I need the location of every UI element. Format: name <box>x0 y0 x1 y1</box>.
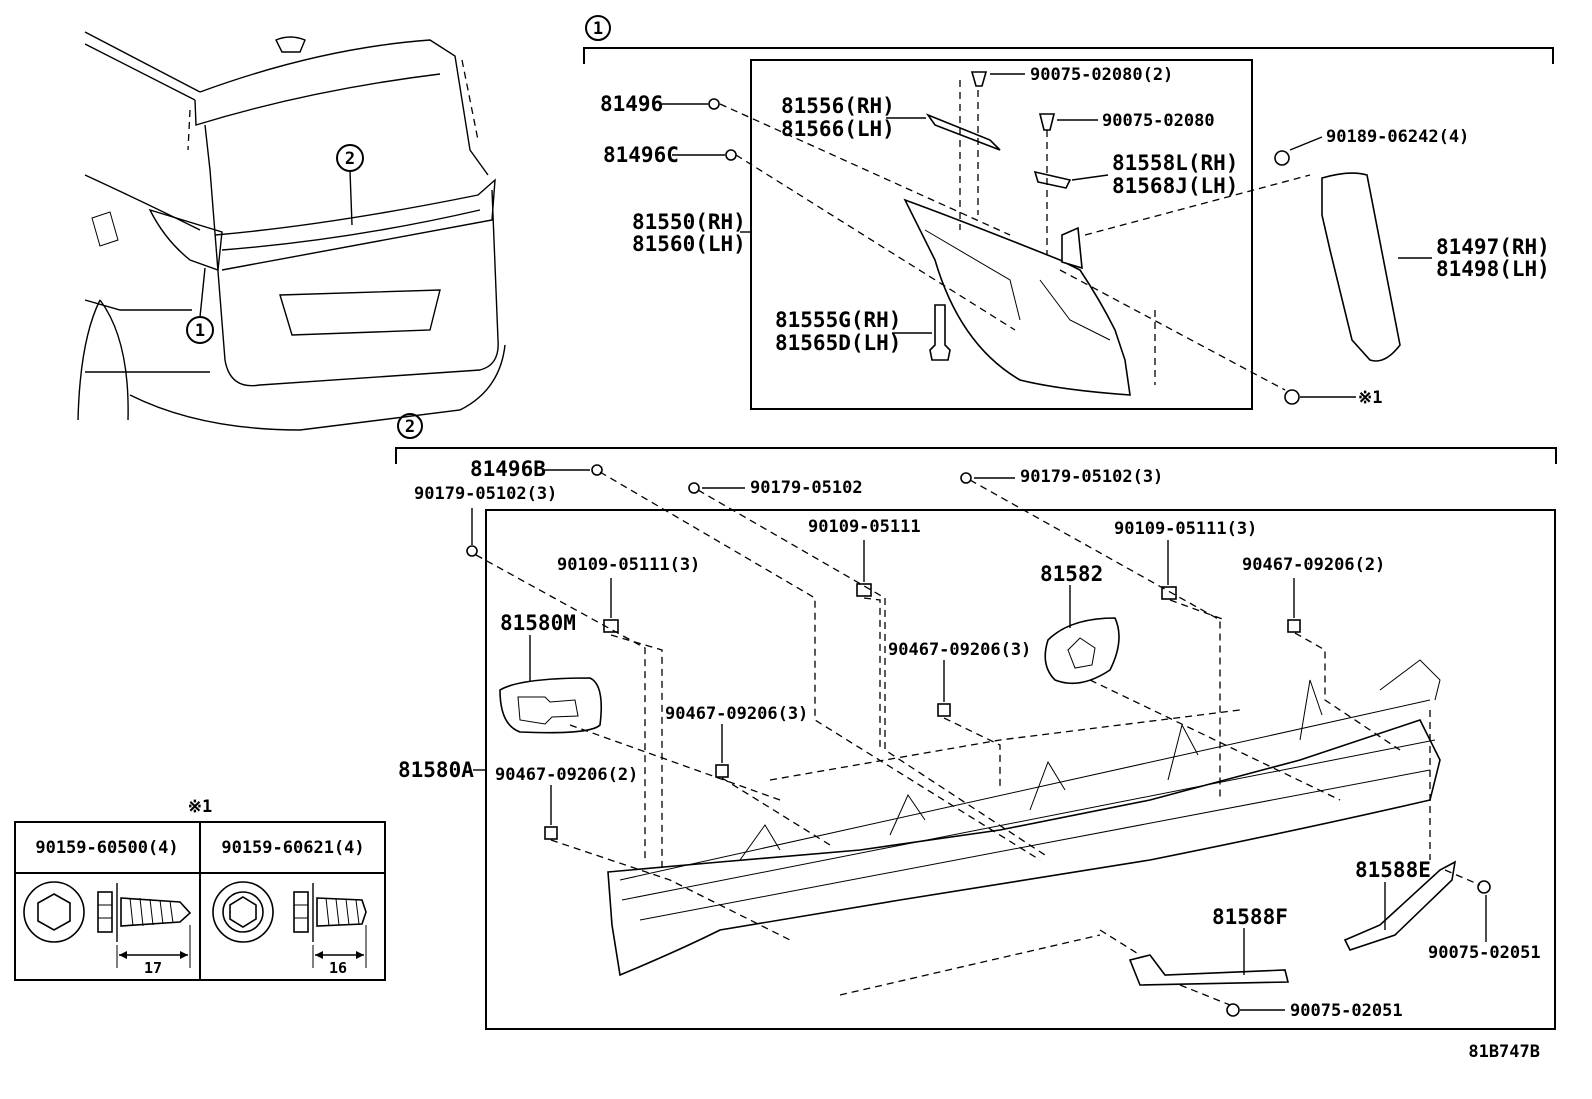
group-2-bracket <box>395 447 1557 464</box>
label-90467-09206-2-right: 90467-09206(2) <box>1242 555 1385 575</box>
group-1-inner-box <box>750 59 1253 410</box>
group-2-garnish: 2 <box>395 413 1557 1030</box>
label-81582: 81582 <box>1040 562 1103 586</box>
screw-thread-col2-icon <box>316 897 367 927</box>
clip-81496B <box>591 464 603 476</box>
gasket-81582 <box>1044 617 1120 685</box>
tail-lamp-lens <box>903 198 1131 396</box>
nut-90109-05111-mid <box>856 583 872 597</box>
label-81580M: 81580M <box>500 611 576 635</box>
label-81550: 81550(RH) <box>632 210 746 234</box>
label-81565D: 81565D(LH) <box>775 331 901 355</box>
callout-2-vehicle: 2 <box>345 149 355 169</box>
label-81560: 81560(LH) <box>632 232 746 256</box>
clip-90179-05102-right <box>960 472 972 484</box>
group-1-tail-lamp: 1 <box>583 15 1554 410</box>
lamp-clip-81558L <box>1033 170 1072 189</box>
clip-90179-05102-left <box>466 545 478 557</box>
screw-90075-02051-bottom <box>1226 1003 1240 1017</box>
nut-90109-05111-right <box>1161 586 1177 600</box>
screw-90075-02080-mid <box>1038 113 1056 131</box>
fastener-col1-part: 90159-60500(4) <box>35 838 178 858</box>
nut-90467-09206-left <box>544 826 558 840</box>
group-1-callout: 1 <box>593 19 603 39</box>
clip-81496C <box>725 149 737 161</box>
gasket-81580M <box>499 677 603 734</box>
label-90109-05111-3-left: 90109-05111(3) <box>557 555 700 575</box>
label-81588F: 81588F <box>1212 905 1288 929</box>
nut-90467-09206-mid <box>715 764 729 778</box>
label-81566: 81566(LH) <box>781 117 895 141</box>
fastener-col2-part: 90159-60621(4) <box>221 838 364 858</box>
callout-1-vehicle: 1 <box>195 321 205 341</box>
label-81588E: 81588E <box>1355 858 1431 882</box>
fastener-col1-length: 17 <box>144 959 162 977</box>
label-90467-09206-2-left: 90467-09206(2) <box>495 765 638 785</box>
label-90467-09206-3-mid: 90467-09206(3) <box>665 704 808 724</box>
label-90467-09206-3-center: 90467-09206(3) <box>888 640 1031 660</box>
group-2-callout: 2 <box>405 417 415 437</box>
label-90075-02051-right: 90075-02051 <box>1428 943 1541 963</box>
screw-90075-02080-top <box>970 71 988 87</box>
label-90075-02051-bottom: 90075-02051 <box>1290 1001 1403 1021</box>
group-1-bracket <box>583 47 1554 64</box>
label-81496B: 81496B <box>470 457 546 481</box>
lamp-bracket-81556 <box>925 113 1001 151</box>
label-81555G: 81555G(RH) <box>775 308 901 332</box>
garnish-81497 <box>1321 172 1401 362</box>
vehicle-rear-illustration: 1 2 <box>77 31 506 431</box>
label-90179-05102-3-right: 90179-05102(3) <box>1020 467 1163 487</box>
label-81496C: 81496C <box>603 143 679 167</box>
screw-ref-1 <box>1284 389 1300 405</box>
label-90075-02080: 90075-02080 <box>1102 111 1215 131</box>
label-90109-05111-3-right: 90109-05111(3) <box>1114 519 1257 539</box>
fastener-table-ref: ※1 <box>188 797 212 817</box>
label-ref-1: ※1 <box>1358 388 1382 408</box>
nut-90189-06242 <box>1274 150 1290 166</box>
bracket-81588F <box>1128 954 1290 986</box>
group-1-bubble <box>585 15 611 41</box>
bracket-81588E <box>1343 860 1457 951</box>
label-81498: 81498(LH) <box>1436 257 1550 281</box>
label-90179-05102-3-left: 90179-05102(3) <box>414 484 557 504</box>
nut-90467-09206-center <box>937 703 951 717</box>
fastener-table: ※1 90159-60500(4) 90159-60621(4) 17 16 <box>14 797 386 981</box>
group-2-bubble <box>397 413 423 439</box>
label-81497: 81497(RH) <box>1436 235 1550 259</box>
label-81558L: 81558L(RH) <box>1112 151 1238 175</box>
screw-90075-02051-right <box>1477 880 1491 894</box>
label-90075-02080-2: 90075-02080(2) <box>1030 65 1173 85</box>
label-81580A: 81580A <box>398 758 474 782</box>
label-81496: 81496 <box>600 92 663 116</box>
label-81556: 81556(RH) <box>781 94 895 118</box>
clip-81496 <box>708 98 720 110</box>
label-90179-05102: 90179-05102 <box>750 478 863 498</box>
nut-90467-09206-right <box>1287 619 1301 633</box>
label-81568J: 81568J(LH) <box>1112 174 1238 198</box>
label-90189-06242: 90189-06242(4) <box>1326 127 1469 147</box>
label-90109-05111: 90109-05111 <box>808 517 921 537</box>
fastener-col2-length: 16 <box>329 959 347 977</box>
diagram-code: 81B747B <box>1468 1042 1540 1062</box>
bulb-socket-81555G <box>929 304 951 361</box>
clip-90179-05102-mid <box>688 482 700 494</box>
